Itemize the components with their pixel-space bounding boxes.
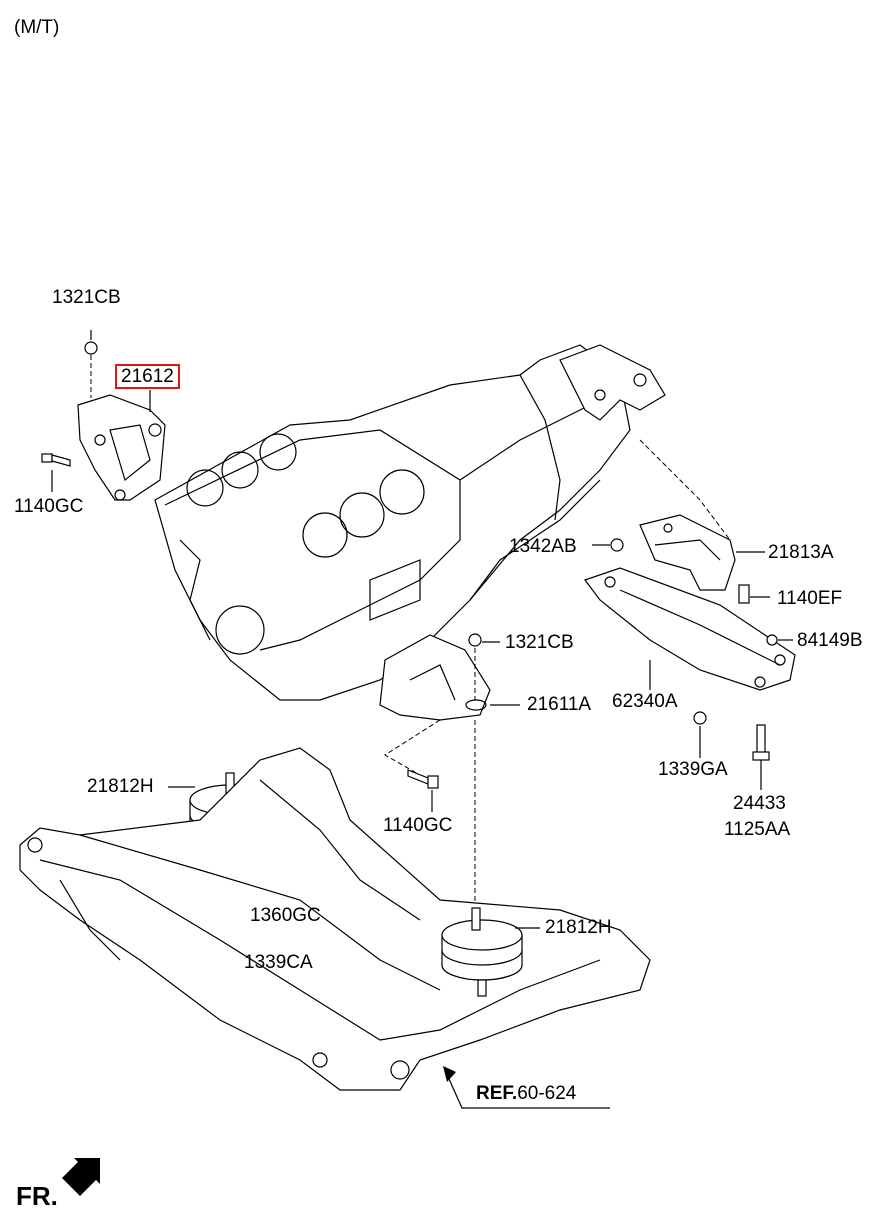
callout-1360gc[interactable]: 1360GC xyxy=(250,905,321,926)
nut-1321cb-mid xyxy=(468,633,482,647)
nut-1321cb-top xyxy=(84,341,98,355)
callout-1339ca[interactable]: 1339CA xyxy=(244,952,313,973)
bolt-1140gc-mid xyxy=(407,769,439,789)
callout-1339ga[interactable]: 1339GA xyxy=(658,759,728,780)
reference-leader xyxy=(444,1069,610,1109)
callout-1321cb-top[interactable]: 1321CB xyxy=(52,287,121,308)
nut-1342ab xyxy=(610,538,624,552)
callout-1342ab[interactable]: 1342AB xyxy=(509,536,577,557)
callout-1125aa[interactable]: 1125AA xyxy=(724,819,791,840)
bolt-1140ef xyxy=(738,584,750,604)
callout-1140gc-mid[interactable]: 1140GC xyxy=(383,815,453,836)
callout-62340a[interactable]: 62340A xyxy=(612,691,678,712)
plug-84149b xyxy=(766,634,778,646)
callout-21812h-left[interactable]: 21812H xyxy=(87,776,154,797)
callout-1140gc-left[interactable]: 1140GC xyxy=(14,496,84,517)
callout-21812h-right[interactable]: 21812H xyxy=(545,917,612,938)
callout-21612-highlighted[interactable]: 21612 xyxy=(115,364,180,389)
engine-mounting-bracket-21612 xyxy=(77,394,166,501)
front-direction-arrow-icon xyxy=(62,1158,100,1196)
engine-block xyxy=(154,344,666,701)
reference-number: 60-624 xyxy=(517,1083,577,1104)
callout-24433[interactable]: 24433 xyxy=(733,793,786,814)
callout-1321cb-mid[interactable]: 1321CB xyxy=(505,632,574,653)
callout-21813a[interactable]: 21813A xyxy=(768,542,834,563)
bolt-1140gc-left xyxy=(41,453,71,467)
reference-arrowhead xyxy=(443,1066,456,1082)
transmission-crossmember-62340a xyxy=(584,567,796,691)
front-direction-label: FR. xyxy=(16,1181,58,1211)
variant-label: (M/T) xyxy=(14,17,60,38)
nut-1339ga xyxy=(693,711,707,725)
callout-1140ef[interactable]: 1140EF xyxy=(777,588,843,609)
reference-prefix: REF. xyxy=(476,1083,518,1104)
callout-84149b[interactable]: 84149B xyxy=(797,630,863,651)
transmission-bracket-21813a xyxy=(639,514,736,591)
bolt-24433-1125aa xyxy=(752,724,770,761)
engine-mounting-bracket-21611a xyxy=(379,634,491,721)
callout-21611a[interactable]: 21611A xyxy=(527,694,592,715)
front-subframe xyxy=(19,747,651,1091)
engine-mount-21812h-right xyxy=(441,907,523,997)
reference-label[interactable]: REF.60-624 xyxy=(476,1084,576,1104)
